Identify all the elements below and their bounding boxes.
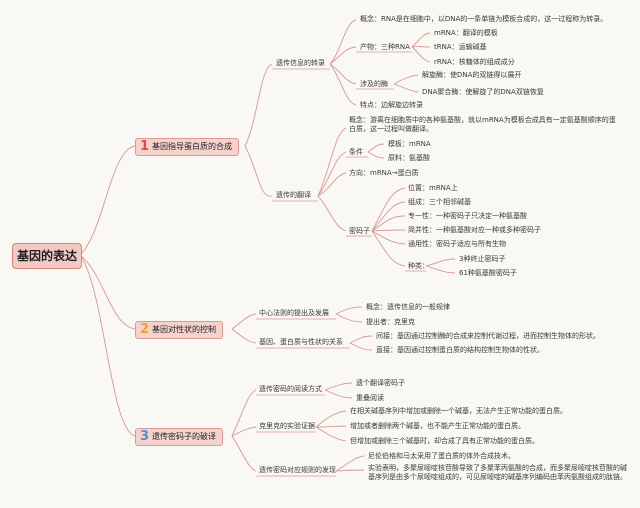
node-codon-kinds[interactable]: 种类： xyxy=(408,262,429,270)
node-mrna[interactable]: mRNA：翻译的模板 xyxy=(434,29,498,37)
node-central-dogma[interactable]: 中心法则的提出及发展 xyxy=(259,309,329,317)
node-amino-codons[interactable]: 61种氨基酸密码子 xyxy=(459,269,517,277)
node-crick-e2[interactable]: 增加或者删除两个碱基，也不能产生正常功能的蛋白质。 xyxy=(350,422,525,430)
node-transcription[interactable]: 遗传信息的转录 xyxy=(276,59,325,67)
node-translation-concept[interactable]: 概念：游离在细胞质中的各种氨基酸，就以mRNA为模板合成具有一定氨基酸顺序的蛋白… xyxy=(349,116,616,133)
node-translation[interactable]: 遗传的翻译 xyxy=(276,191,311,199)
node-codon[interactable]: 密码子 xyxy=(349,227,370,235)
node-codon-degeneracy[interactable]: 简并性：一种氨基酸对应一种或多种密码子 xyxy=(408,226,541,234)
node-central-proposer[interactable]: 提出者：克里克 xyxy=(366,318,415,326)
node-gene-relation[interactable]: 基因、蛋白质与性状的关系 xyxy=(259,338,343,346)
node-transcription-feature[interactable]: 特点：边解旋边转录 xyxy=(360,101,423,109)
node-direction[interactable]: 方向：mRNA→蛋白质 xyxy=(349,169,419,177)
node-reading-mode[interactable]: 遗传密码的阅读方式 xyxy=(259,385,322,393)
topic-label: 基因对性状的控制 xyxy=(152,325,217,334)
node-crick-e1[interactable]: 在相关碱基序列中增加或删除一个碱基，无法产生正常功能的蛋白质。 xyxy=(350,407,567,415)
node-matching-rule[interactable]: 遗传密码对应规则的发现 xyxy=(259,466,336,474)
node-rrna[interactable]: rRNA：核糖体的组成成分 xyxy=(434,58,515,66)
node-polymerase[interactable]: DNA聚合酶：使解旋了的DNA双链恢复 xyxy=(422,88,544,96)
node-relation-direct[interactable]: 直接：基因通过控制蛋白质的结构控制生物体的性状。 xyxy=(376,346,544,354)
node-conditions[interactable]: 条件 xyxy=(349,148,363,156)
node-crick-evidence[interactable]: 克里克的实验证据 xyxy=(259,422,315,430)
node-codon-specificity[interactable]: 专一性：一种密码子只决定一种氨基酸 xyxy=(408,212,527,220)
node-codon-composition[interactable]: 组成：三个相邻碱基 xyxy=(408,198,471,206)
node-codon-position[interactable]: 位置：mRNA上 xyxy=(408,184,458,192)
node-transcription-concept[interactable]: 概念：RNA是在细胞中，以DNA的一条单链为模板合成的，这一过程称为转录。 xyxy=(360,15,608,23)
node-products[interactable]: 产物：三种RNA xyxy=(360,43,410,51)
node-matching-m2[interactable]: 实验表明，多聚尿嘧啶核苷酸导致了多聚苯丙氨酸的合成，而多聚尿嘧啶核苷酸的碱基序列… xyxy=(368,464,627,481)
node-central-concept[interactable]: 概念：遗传信息的一般规律 xyxy=(366,303,450,311)
node-matching-m1[interactable]: 尼伦伯格和马太采用了蛋白质的体外合成技术。 xyxy=(368,452,515,460)
topic-label: 基因指导蛋白质的合成 xyxy=(152,142,233,151)
node-overlap[interactable]: 重叠阅读 xyxy=(356,394,384,402)
node-crick-e3[interactable]: 但增加或删除三个碱基时，却合成了具有正常功能的蛋白质。 xyxy=(350,437,539,445)
topic-number: 1 xyxy=(140,139,150,154)
topic-number: 2 xyxy=(140,322,150,337)
node-material[interactable]: 原料：氨基酸 xyxy=(388,154,430,162)
node-template[interactable]: 模板：mRNA xyxy=(388,140,431,148)
node-relation-indirect[interactable]: 间接：基因通过控制酶的合成来控制代谢过程，进而控制生物体的形状。 xyxy=(376,332,600,340)
topic-number: 3 xyxy=(140,429,150,444)
node-trna[interactable]: tRNA：运输碱基 xyxy=(434,43,487,51)
topic-label: 遗传密码子的破译 xyxy=(152,432,217,441)
node-helicase[interactable]: 解旋酶：使DNA的双链得以展开 xyxy=(422,71,522,79)
node-stop-codons[interactable]: 3种终止密码子 xyxy=(459,255,506,263)
node-nonoverlap[interactable]: 遗个翻译密码子 xyxy=(356,379,405,387)
root-node[interactable]: 基因的表达 xyxy=(12,243,82,269)
node-codon-universality[interactable]: 通用性：密码子适应与所有生物 xyxy=(408,240,506,248)
node-enzymes[interactable]: 涉及的酶 xyxy=(360,80,388,88)
